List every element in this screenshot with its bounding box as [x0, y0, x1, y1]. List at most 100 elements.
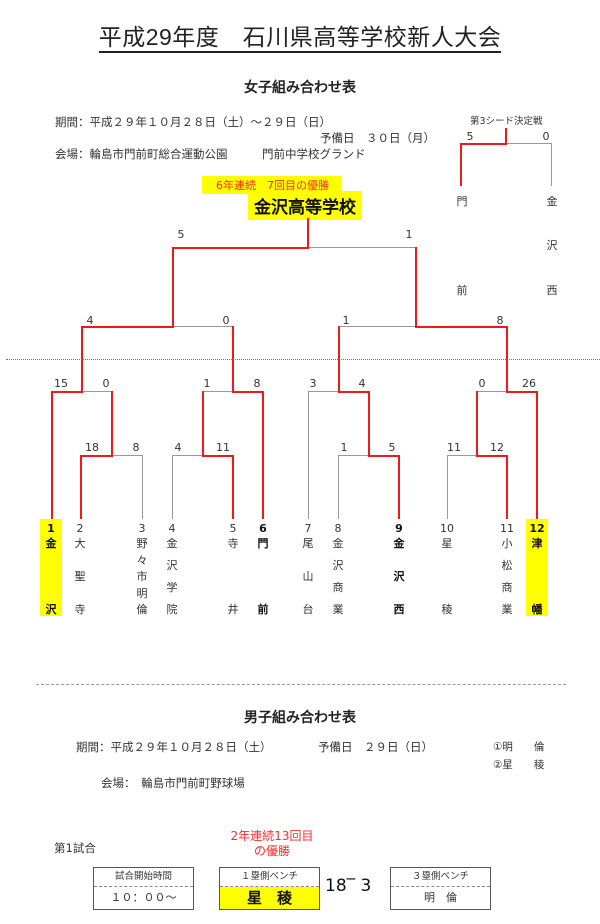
semi-right-h-red: [415, 326, 507, 328]
team-name-char: 稜: [441, 603, 453, 616]
boys-seed-2: ②星 稜: [493, 759, 545, 771]
team-name-char: 金: [332, 537, 344, 550]
team-name-char: 金: [393, 537, 405, 550]
section-divider: [36, 684, 566, 685]
r1-d-h-red: [476, 455, 508, 457]
boys-champion-note-line1: 2年連続13回目: [230, 829, 314, 843]
third-seed-label: 第3シード決定戦: [470, 116, 543, 127]
team-name-char: 幡: [531, 603, 543, 616]
boys-venue: 会場： 輪島市門前町野球場: [101, 776, 245, 790]
team-number: 9: [395, 522, 403, 535]
r1-a-v2-gray: [142, 455, 143, 519]
qf-b2-score: 8: [253, 377, 261, 390]
qf-a-h-gray: [83, 391, 112, 392]
third-seed-left-team-char: 前: [456, 284, 468, 297]
girls-reserve-day: 予備日 ３０日（月）: [320, 131, 435, 145]
bench3-box: ３塁側ベンチ 明 倫: [390, 867, 491, 910]
r1-d-v2-red: [506, 455, 508, 519]
qf-d1-score: 0: [478, 377, 486, 390]
third-seed-left-team-char: 門: [456, 195, 468, 208]
team-name-char: 金: [166, 537, 178, 550]
final-right-score: 1: [405, 228, 413, 241]
team-name-char: 明: [136, 586, 148, 600]
team-name-char: 井: [227, 603, 239, 616]
qf-a-v1-red: [51, 391, 53, 519]
final-left-score: 5: [177, 228, 185, 241]
team-name-char: 山: [302, 570, 314, 583]
team-name-char: 星: [441, 537, 453, 550]
third-seed-right-score: 0: [542, 130, 550, 143]
team-name-char: 沢: [393, 570, 405, 583]
team-entry: 12 津幡: [526, 519, 548, 616]
team-number: 11: [500, 522, 514, 535]
r1-a-h-red: [80, 455, 113, 457]
semi-ll-score: 4: [86, 314, 94, 327]
qf-a-v2-red: [111, 391, 113, 456]
start-time-value: １０：００～: [110, 891, 177, 904]
r1-b2-score: 11: [216, 441, 230, 454]
team-name-char: 寺: [227, 537, 239, 550]
start-time-box: 試合開始時間 １０：００～: [93, 867, 194, 910]
final-left-v-line: [172, 247, 174, 327]
team-name-char: 沢: [45, 603, 57, 616]
third-seed-left-h-line: [460, 143, 507, 145]
semi-right-h-gray: [338, 326, 416, 327]
r1-a2-score: 8: [132, 441, 140, 454]
final-left-h-line: [172, 247, 309, 249]
boys-final-score: 18‾ 3: [325, 876, 372, 896]
boys-seed-1: ①明 倫: [493, 741, 545, 753]
team-name-char: 尾: [302, 537, 314, 550]
r1-c-h-red: [368, 455, 400, 457]
boys-champion-note-line2: の優勝: [253, 844, 290, 858]
team-name-char: 学: [166, 581, 178, 594]
final-right-v-line: [415, 247, 417, 327]
boys-champion-note: 2年連続13回目 の優勝: [222, 829, 322, 859]
team-number: 2: [76, 522, 84, 535]
semi-lr-score: 0: [222, 314, 230, 327]
third-seed-stem-line: [505, 128, 507, 144]
team-name-char: 寺: [74, 603, 86, 616]
team-number: 3: [138, 522, 146, 535]
team-name-char: 商: [501, 581, 513, 594]
game-label: 第1試合: [54, 841, 96, 855]
semi-rl-score: 1: [342, 314, 350, 327]
team-name-char: 院: [166, 603, 178, 616]
team-name-char: 野: [136, 537, 148, 550]
team-name-char: 大: [74, 537, 86, 550]
team-name-char: 津: [531, 537, 543, 550]
dotted-divider: [6, 359, 600, 360]
qf-c2-score: 4: [358, 377, 366, 390]
team-number: 8: [334, 522, 342, 535]
team-number: 12: [529, 522, 545, 535]
team-number: 5: [229, 522, 237, 535]
qf-c-v2-red: [368, 391, 370, 456]
third-seed-right-team-char: 金: [546, 195, 558, 208]
team-number: 4: [168, 522, 176, 535]
team-name-char: 市: [136, 570, 148, 583]
boys-period: 期間：平成２９年１０月２８日（土）: [76, 740, 272, 754]
third-seed-right-h-line: [507, 143, 552, 144]
final-right-h-line: [309, 247, 416, 248]
qf-b1-score: 1: [203, 377, 211, 390]
page-title: 平成29年度 石川県高等学校新人大会: [0, 18, 600, 53]
r1-a-v1-red: [80, 455, 82, 519]
semi-rr-score: 8: [496, 314, 504, 327]
team-name-char: 門: [257, 537, 269, 550]
team-name-char: 業: [332, 603, 344, 616]
qf-d-v2-red: [536, 391, 538, 519]
qf-d-v1-red: [476, 391, 478, 456]
r1-c-v2-red: [398, 455, 400, 519]
qf-b-h-red: [232, 391, 264, 393]
team-name-char: 松: [501, 559, 513, 572]
qf-a-h-red: [51, 391, 83, 393]
team-name-char: 々: [136, 553, 148, 567]
qf-c-h-red: [338, 391, 369, 393]
third-seed-left-v-line: [460, 143, 462, 186]
team-name-char: 金: [45, 537, 57, 550]
page-title-text: 平成29年度 石川県高等学校新人大会: [98, 24, 502, 53]
team-name-char: 業: [501, 603, 513, 616]
